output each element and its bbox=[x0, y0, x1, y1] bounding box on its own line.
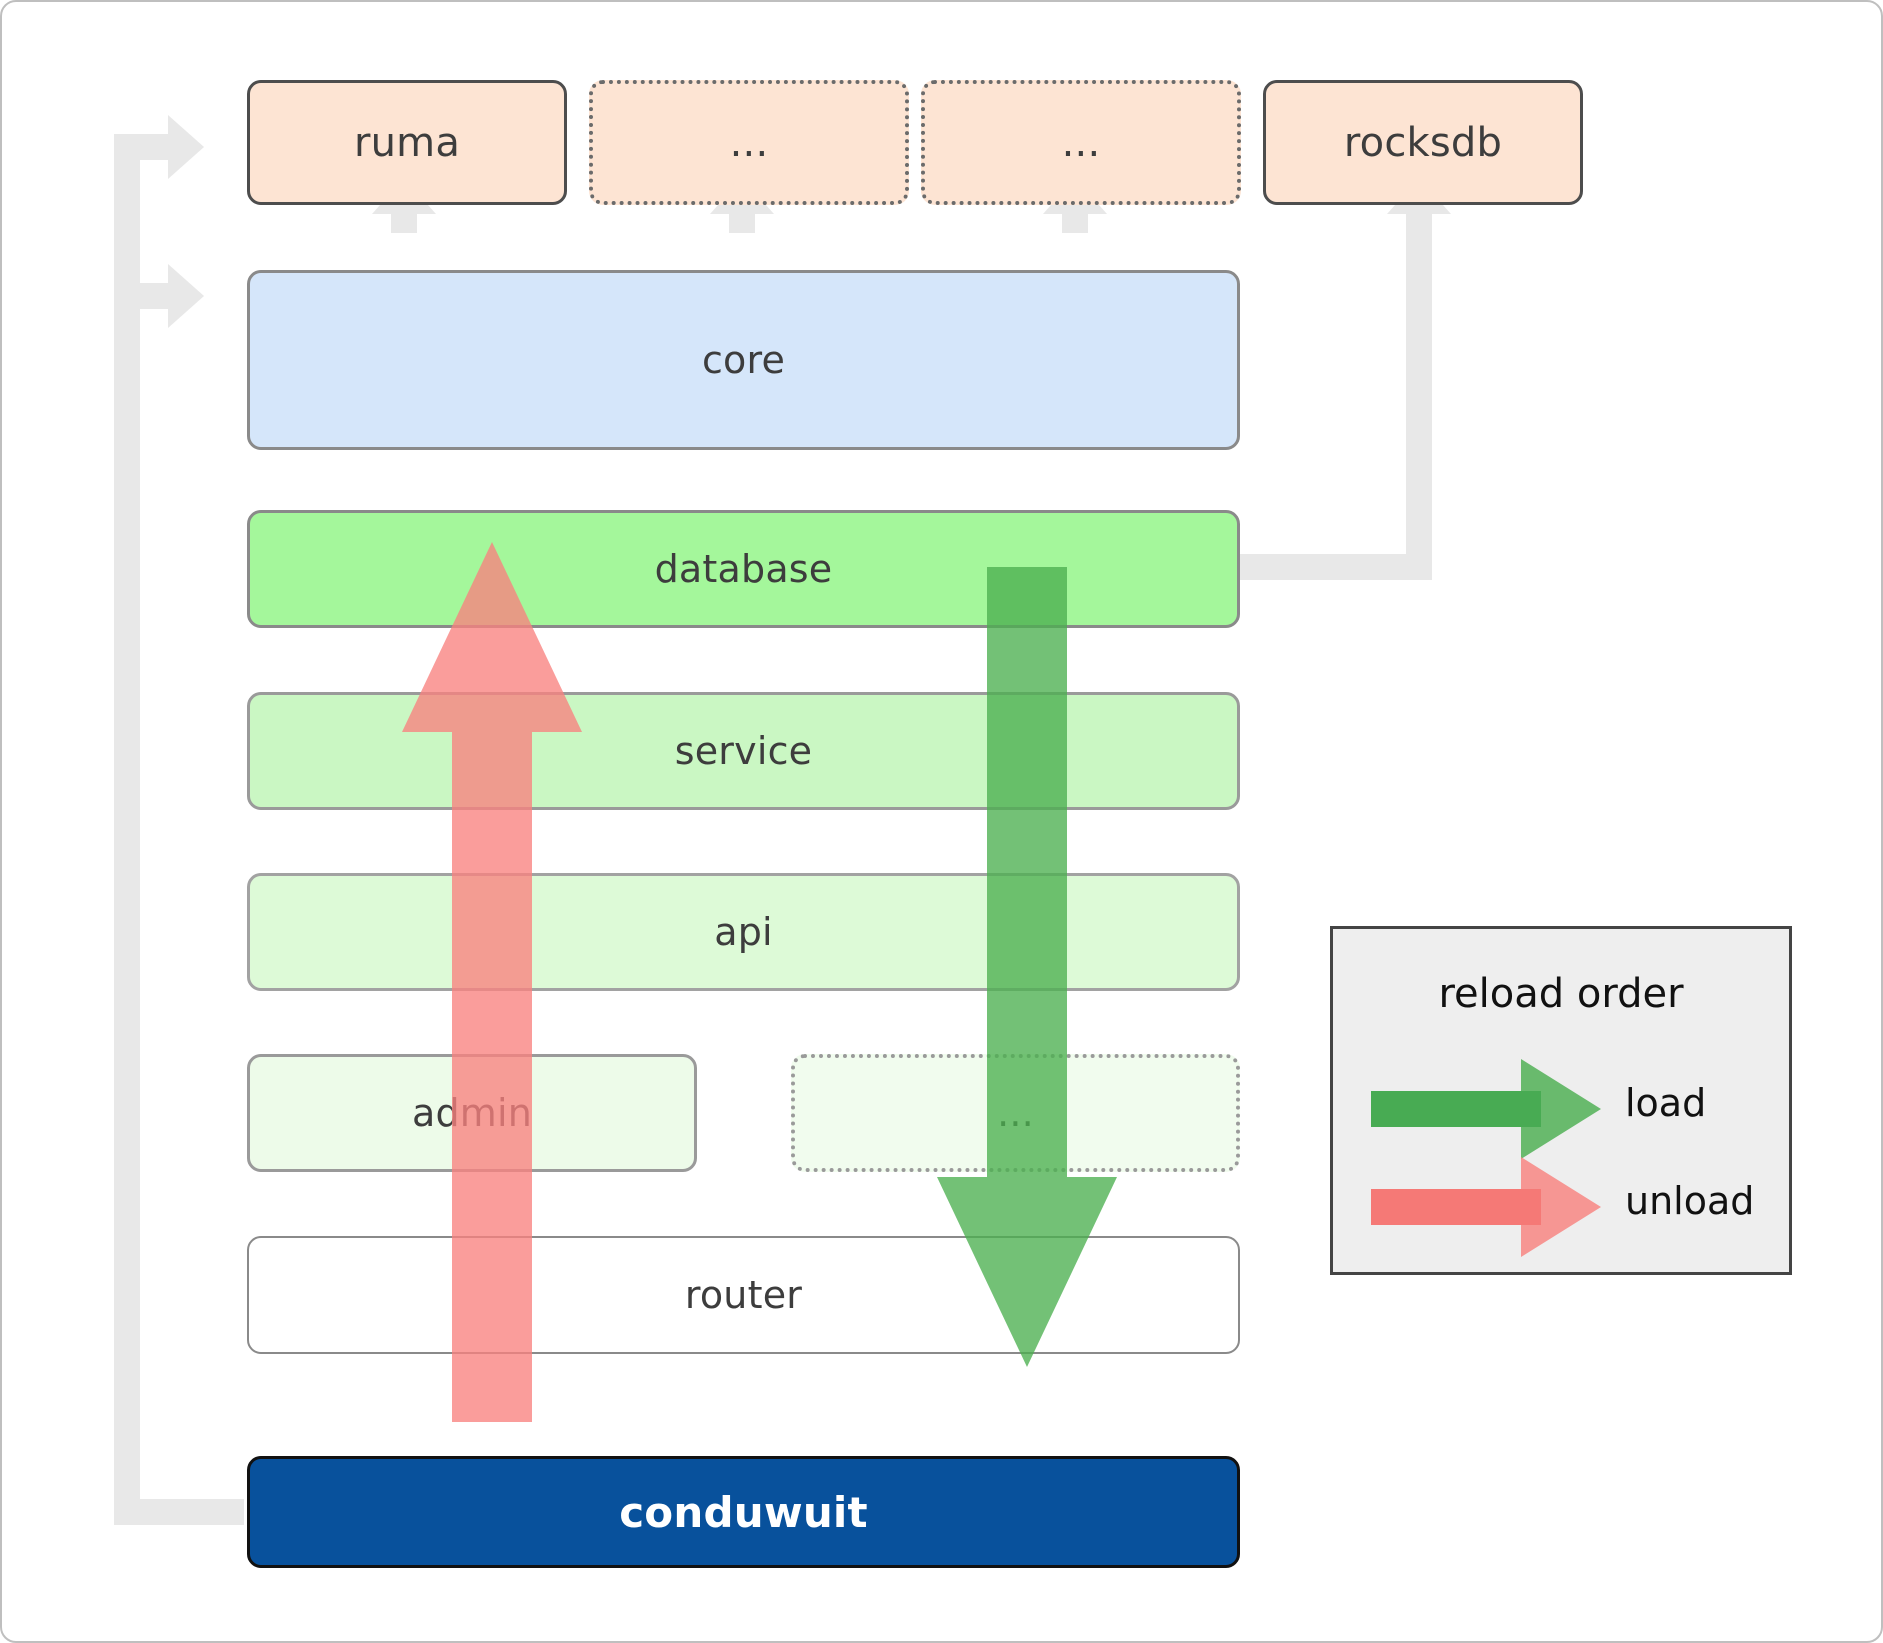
crate-label: conduwuit bbox=[619, 1487, 868, 1537]
crate-label: api bbox=[714, 910, 773, 954]
crate-box-database[interactable]: database bbox=[247, 510, 1240, 628]
crate-box-etc[interactable]: ... bbox=[791, 1054, 1240, 1172]
connector-arrowhead-ruma bbox=[168, 115, 204, 179]
crate-box-router[interactable]: router bbox=[247, 1236, 1240, 1354]
dependency-label: ... bbox=[1061, 119, 1101, 166]
connector-database-to-rocksdb-horizontal bbox=[1240, 554, 1420, 580]
connector-arrowhead-core bbox=[168, 264, 204, 328]
dependency-box-ruma[interactable]: ruma bbox=[247, 80, 567, 205]
dependency-box-rocksdb[interactable]: rocksdb bbox=[1263, 80, 1583, 205]
dependency-box-etc-1[interactable]: ... bbox=[589, 80, 909, 205]
legend-unload-arrow-icon bbox=[1371, 1157, 1601, 1257]
dependency-label: ruma bbox=[353, 119, 461, 166]
crate-label: core bbox=[701, 338, 786, 382]
legend-load-arrow-icon bbox=[1371, 1059, 1601, 1159]
crate-box-conduwuit[interactable]: conduwuit bbox=[247, 1456, 1240, 1568]
crate-box-service[interactable]: service bbox=[247, 692, 1240, 810]
dependency-box-etc-2[interactable]: ... bbox=[921, 80, 1241, 205]
crate-label: database bbox=[654, 547, 833, 591]
crate-box-admin[interactable]: admin bbox=[247, 1054, 697, 1172]
dependency-label: ... bbox=[729, 119, 769, 166]
crate-box-core[interactable]: core bbox=[247, 270, 1240, 450]
dependency-label: rocksdb bbox=[1343, 119, 1503, 166]
crate-label: admin bbox=[411, 1091, 533, 1135]
crate-label: service bbox=[674, 729, 813, 773]
crate-label: router bbox=[684, 1273, 803, 1317]
connector-left-spine-vertical bbox=[114, 134, 140, 1525]
legend-box: reload order load unload bbox=[1330, 926, 1792, 1275]
crate-label: ... bbox=[997, 1091, 1034, 1135]
legend-unload-label: unload bbox=[1625, 1179, 1755, 1223]
legend-title: reload order bbox=[1438, 971, 1684, 1017]
crate-box-api[interactable]: api bbox=[247, 873, 1240, 991]
connector-database-to-rocksdb-vertical bbox=[1406, 198, 1432, 580]
legend-load-label: load bbox=[1625, 1081, 1707, 1125]
